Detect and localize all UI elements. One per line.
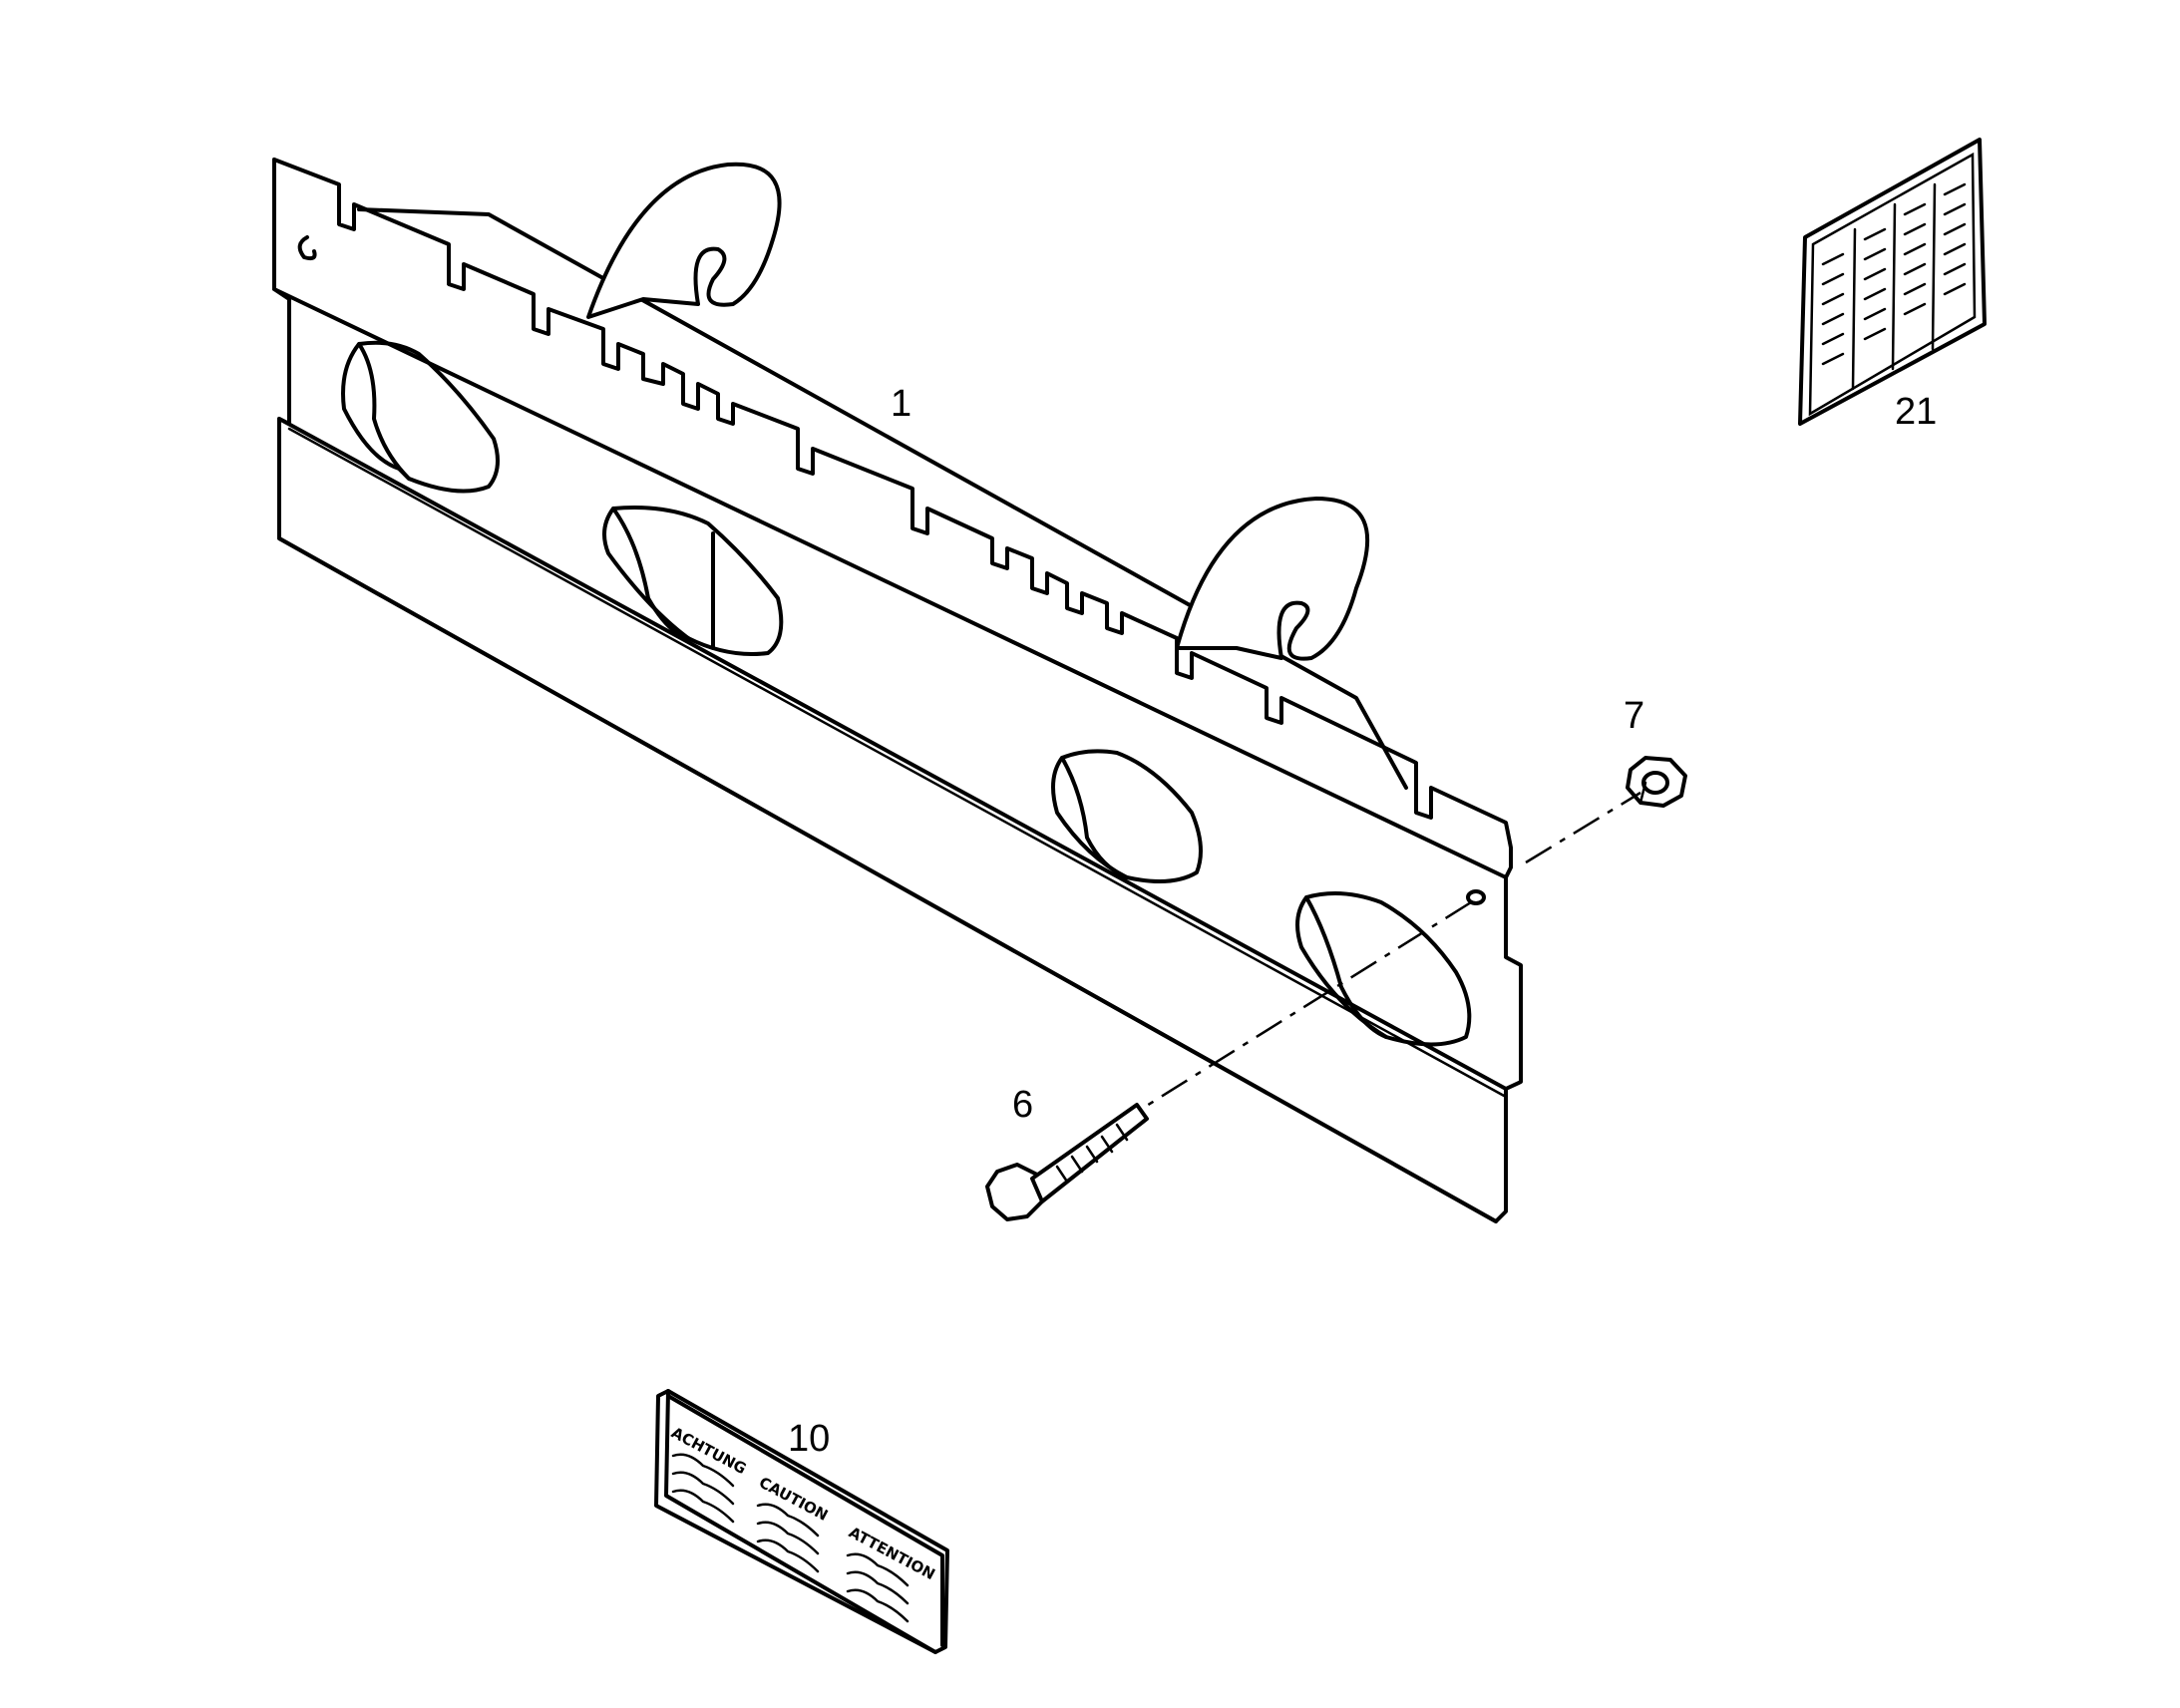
top-flange: [272, 158, 1513, 879]
nut: [1626, 756, 1687, 808]
left-hook: [586, 162, 782, 319]
bolt: [985, 1103, 1149, 1221]
coupler-frame: [272, 158, 1523, 1223]
manual-plate: [1798, 138, 1987, 426]
window-4: [1295, 891, 1472, 1047]
callout-part-1: 1: [891, 383, 911, 425]
manual-text-lines: [1821, 182, 1967, 391]
callout-part-21: 21: [1895, 391, 1937, 433]
right-hook: [1175, 497, 1370, 661]
callout-part-10: 10: [788, 1418, 830, 1460]
callout-part-7: 7: [1624, 695, 1644, 737]
warning-text-lines: [671, 1453, 909, 1623]
assembly-line-nut: [1525, 791, 1641, 864]
window-1: [341, 340, 500, 494]
callout-part-6: 6: [1012, 1084, 1033, 1126]
window-2: [602, 506, 784, 656]
assembly-line-bolt: [1141, 900, 1472, 1111]
window-3: [1051, 749, 1203, 883]
